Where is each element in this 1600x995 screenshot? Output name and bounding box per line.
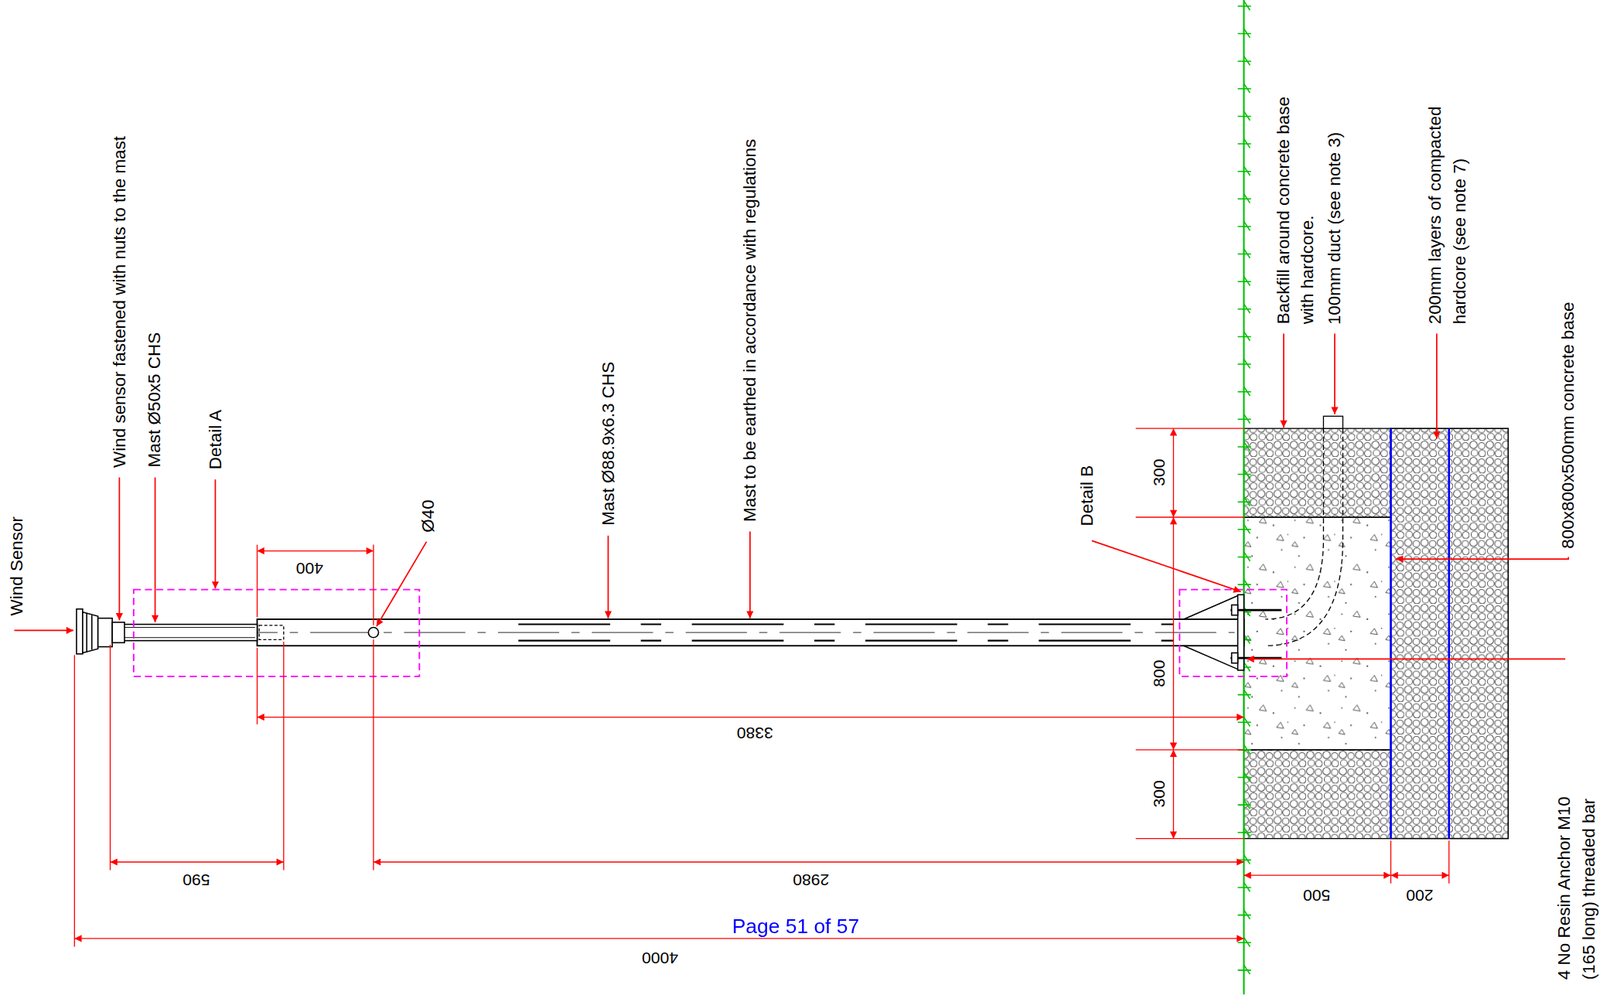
extension-line: [1390, 840, 1392, 884]
dimension-line: [74, 938, 1244, 939]
callout-label: Detail A: [202, 407, 227, 472]
dimension-line: [1391, 874, 1450, 876]
layer-line: [1389, 428, 1392, 839]
detail-box: [133, 590, 420, 677]
leader: [607, 535, 610, 619]
page-number: Page 51 of 57: [730, 912, 862, 942]
wind-sensor: [76, 609, 125, 655]
leader: [1333, 333, 1336, 414]
duct-line: [1265, 428, 1324, 620]
callout-label: Mast Ø88.9x6.3 CHS: [595, 359, 620, 528]
callout-label: Detail B: [1075, 463, 1100, 529]
leader-lines: [13, 333, 1569, 659]
centre-line: [122, 632, 1235, 634]
leader: [749, 531, 751, 618]
dimension-value: 800: [1147, 658, 1171, 690]
dimension-line: [373, 861, 1245, 863]
gusset: [1183, 645, 1239, 669]
extension-line: [1136, 838, 1245, 840]
mast-wall: [124, 627, 256, 628]
callout-label: 100mm duct (see note 3): [1322, 129, 1347, 327]
concrete-base: [1243, 517, 1391, 751]
callout-label: 800x800x500mm concrete base: [1555, 300, 1580, 552]
compacted-hardcore: [1391, 428, 1509, 839]
extension-line: [283, 641, 284, 871]
dimension-value: 300: [1147, 778, 1171, 811]
extension-line: [1136, 749, 1245, 751]
leader: [214, 479, 217, 589]
mast-wall: [518, 623, 1174, 625]
detail-box: [1179, 590, 1287, 677]
callout-label: 200mm layers of compacted hardcore (see …: [1423, 67, 1473, 327]
mast-wall: [124, 637, 256, 638]
leader: [1282, 333, 1285, 427]
extension-line: [256, 648, 258, 725]
extension-line: [256, 545, 258, 618]
duct-line: [1265, 428, 1343, 646]
extension-line: [372, 639, 374, 870]
backfill-hardcore: [1243, 750, 1391, 840]
sensor-nut: [112, 622, 125, 643]
callout-label: 4 No Resin Anchor M10 (165 long) threade…: [1552, 767, 1600, 982]
dimension-value: 400: [293, 556, 325, 580]
dimension-line: [1243, 874, 1391, 876]
extension-line: [372, 545, 374, 626]
extension-line: [109, 644, 111, 871]
leader: [1091, 540, 1242, 592]
extension-line: [1136, 516, 1245, 518]
layer-line: [1447, 428, 1450, 839]
leader: [1436, 333, 1438, 439]
sensor-body: [82, 612, 99, 654]
spigot: [259, 625, 284, 640]
dimension-value: 4000: [639, 945, 680, 969]
callout-label: Wind sensor fastened with nuts to the ma…: [107, 133, 132, 470]
mast-wall: [518, 640, 1174, 642]
callout-label: Backfill around concrete base with hardc…: [1271, 67, 1321, 327]
anchor-nut: [1231, 652, 1239, 663]
dimension-value: 3380: [734, 721, 775, 745]
callout-label: Wind Sensor: [4, 514, 29, 618]
leader: [154, 477, 157, 623]
leader: [376, 542, 427, 628]
dimension-line: [1173, 517, 1174, 751]
sensor-rib: [85, 613, 88, 652]
dimension-line: [1173, 428, 1174, 518]
sensor-rib: [91, 615, 93, 651]
dimension-value: 2980: [791, 868, 832, 892]
anchor-nut: [1231, 604, 1239, 615]
callout-label: Mast to be earthed in accordance with re…: [737, 136, 762, 524]
leader: [1395, 556, 1569, 560]
dimension-value: 200: [1403, 883, 1436, 908]
leader: [1246, 658, 1566, 661]
extension-line: [1448, 840, 1450, 884]
leader: [119, 477, 121, 621]
dimension-line: [257, 550, 374, 552]
extension-line: [1136, 428, 1245, 430]
leader: [13, 630, 74, 632]
dimension-line: [110, 861, 284, 863]
dimension-line: [257, 716, 1245, 718]
callout-label: Ø40: [416, 498, 441, 536]
dimension-line: [1173, 750, 1174, 840]
ground-ticks: [1238, 0, 1252, 975]
duct-end: [1323, 416, 1343, 429]
dimension-value: 300: [1147, 457, 1171, 489]
backfill-hardcore: [1243, 428, 1391, 518]
sensor-neck: [98, 618, 113, 648]
callout-label: Mast Ø50x5 CHS: [143, 330, 168, 470]
dimension-value: 500: [1300, 883, 1333, 908]
dimension-value: 590: [180, 868, 212, 892]
cable-hole: [368, 627, 379, 638]
sensor-cap: [76, 609, 83, 655]
gusset: [1183, 596, 1239, 620]
extension-line: [74, 655, 76, 947]
